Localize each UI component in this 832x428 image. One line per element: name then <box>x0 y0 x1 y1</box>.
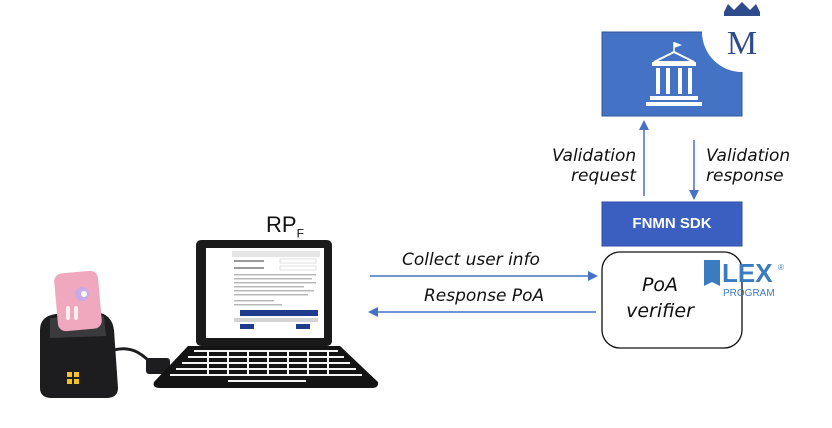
rp-label: RPF <box>266 212 304 241</box>
laptop <box>153 240 379 388</box>
svg-text:M: M <box>727 25 757 62</box>
lex-program-logo: LEX ® PROGRAM <box>704 258 784 299</box>
svg-text:®: ® <box>778 263 784 272</box>
response-poa-label: Response PoA <box>424 286 545 306</box>
smart-card-reader <box>40 270 187 398</box>
poa-verifier-label: PoA verifier <box>626 274 694 322</box>
sdk-label: FNMN SDK <box>632 215 712 232</box>
sdk-box <box>601 201 743 247</box>
card-chip-icon <box>67 372 79 384</box>
validation-response-label: Validation response <box>706 146 791 186</box>
validation-request-label: Validation request <box>552 146 637 186</box>
fnmt-crown-logo: M <box>702 0 782 72</box>
svg-text:LEX: LEX <box>722 258 773 288</box>
collect-user-info-label: Collect user info <box>402 250 540 270</box>
svg-text:PROGRAM: PROGRAM <box>723 288 775 299</box>
laptop-keyboard <box>170 350 362 382</box>
smart-card <box>54 270 102 332</box>
screen-form <box>232 251 320 329</box>
institution-building-icon <box>646 42 702 106</box>
